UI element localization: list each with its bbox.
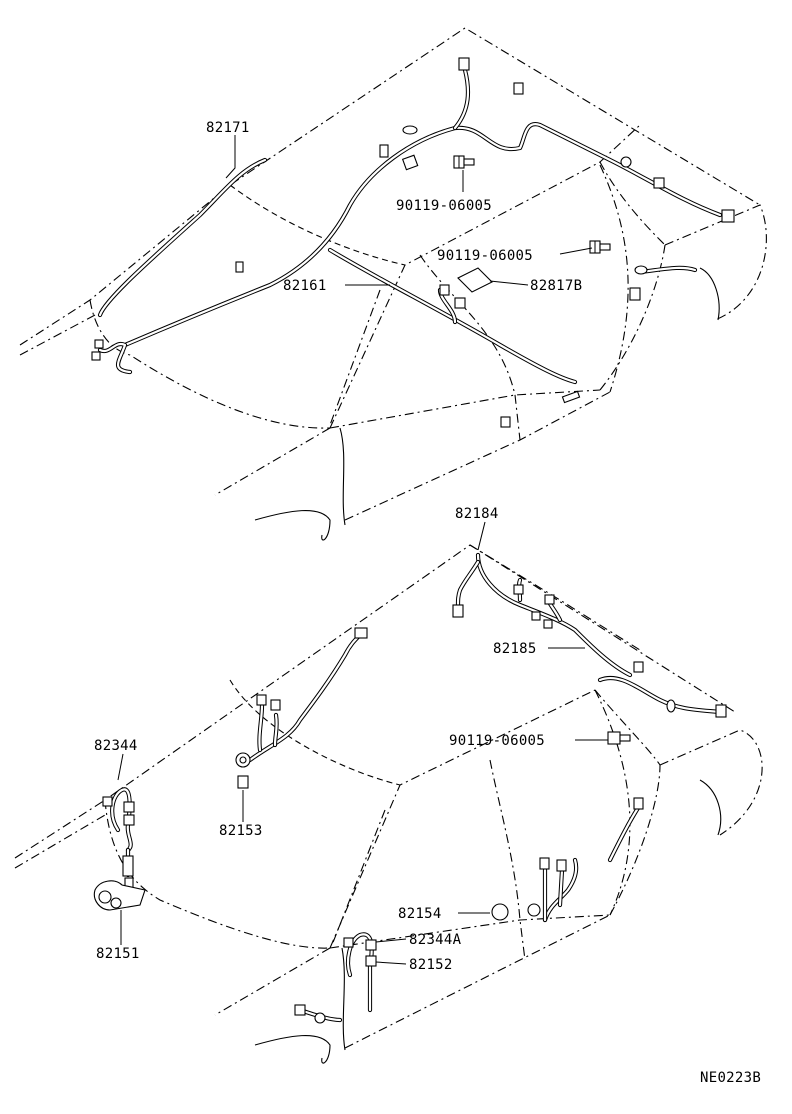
connector-icon bbox=[633, 661, 644, 673]
grommet-icon bbox=[235, 752, 251, 768]
label-82153: 82153 bbox=[219, 823, 263, 839]
lower-front-harness bbox=[110, 632, 363, 878]
upper-connectors bbox=[91, 57, 735, 428]
label-82151: 82151 bbox=[96, 946, 140, 962]
grommet-icon bbox=[98, 890, 112, 904]
grommet-icon bbox=[666, 699, 676, 713]
grommet-icon bbox=[110, 897, 122, 909]
upper-roof-harness bbox=[97, 67, 723, 348]
connector-icon bbox=[401, 154, 419, 171]
grommet-icon bbox=[527, 903, 541, 917]
connector-icon bbox=[294, 1004, 306, 1016]
connector-icon bbox=[91, 351, 101, 361]
connector-icon bbox=[439, 284, 450, 296]
label-82154: 82154 bbox=[398, 906, 442, 922]
lower-car-outline bbox=[14, 544, 763, 1064]
connector-icon bbox=[237, 775, 249, 789]
connector-icon bbox=[454, 297, 466, 309]
grommet-icon bbox=[620, 156, 632, 168]
connector-icon bbox=[629, 287, 641, 301]
clip-icon bbox=[561, 390, 581, 404]
connector-icon bbox=[721, 209, 735, 223]
connector-icon bbox=[123, 801, 135, 813]
connector-icon bbox=[544, 594, 555, 605]
label-82817b: 82817B bbox=[530, 278, 582, 294]
label-90119-06005-upper: 90119-06005 bbox=[396, 198, 492, 214]
label-82185: 82185 bbox=[493, 641, 537, 657]
connector-icon bbox=[531, 611, 541, 621]
lower-roof-harness bbox=[455, 552, 723, 715]
upper-car-outline bbox=[19, 27, 767, 541]
connector-icon bbox=[102, 796, 113, 807]
connector-icon bbox=[122, 855, 134, 877]
label-90119-06005: 90119-06005 bbox=[449, 733, 545, 749]
label-82344a: 82344A bbox=[409, 932, 462, 948]
connector-icon bbox=[715, 704, 727, 718]
label-82152: 82152 bbox=[409, 957, 453, 973]
connector-icon bbox=[354, 627, 368, 639]
lower-parts bbox=[93, 731, 631, 911]
lower-leaders bbox=[117, 521, 608, 965]
connector-icon bbox=[94, 339, 104, 349]
connector-icon bbox=[452, 604, 464, 618]
bolt-icon bbox=[607, 731, 631, 745]
connector-icon bbox=[543, 619, 553, 629]
connector-icon bbox=[123, 814, 135, 826]
label-82171: 82171 bbox=[206, 120, 250, 136]
connector-icon bbox=[513, 584, 524, 595]
connector-icon bbox=[379, 144, 389, 158]
connector-icon bbox=[513, 82, 524, 95]
grommet-icon bbox=[491, 903, 509, 921]
connector-icon bbox=[365, 955, 377, 967]
connector-icon bbox=[256, 694, 267, 706]
label-82344: 82344 bbox=[94, 738, 138, 754]
grommet-icon bbox=[314, 1012, 326, 1024]
label-90119-06005-lower: 90119-06005 bbox=[437, 248, 533, 264]
bolt-icon bbox=[589, 240, 611, 254]
clamp-icon bbox=[457, 267, 493, 293]
connector-icon bbox=[500, 416, 511, 428]
grommet-icon bbox=[634, 265, 648, 275]
connector-icon bbox=[458, 57, 470, 71]
connector-icon bbox=[556, 859, 567, 872]
upper-bolts bbox=[453, 155, 611, 293]
bolt-icon bbox=[453, 155, 475, 169]
upper-leaders bbox=[225, 135, 593, 286]
connector-icon bbox=[270, 699, 281, 711]
connector-icon bbox=[539, 857, 550, 870]
connector-icon bbox=[653, 177, 665, 189]
connector-icon bbox=[633, 797, 644, 810]
lower-connectors bbox=[102, 584, 727, 1024]
label-82184: 82184 bbox=[455, 506, 499, 522]
drawing-code: NE0223B bbox=[700, 1070, 761, 1086]
connector-icon bbox=[365, 939, 377, 951]
connector-icon bbox=[343, 937, 354, 948]
grommet-icon bbox=[402, 125, 418, 135]
label-82161: 82161 bbox=[283, 278, 327, 294]
connector-icon bbox=[235, 261, 244, 273]
